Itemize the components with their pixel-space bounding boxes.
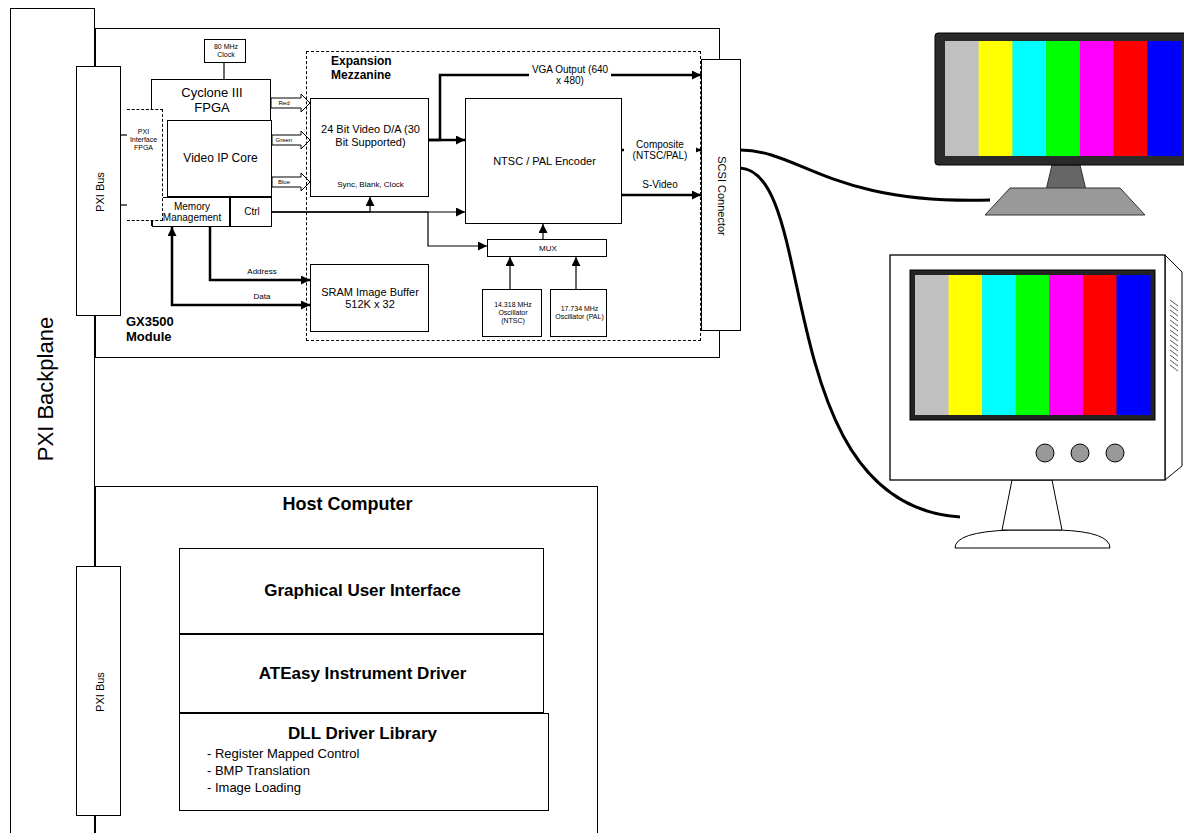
dac-box: 24 Bit Video D/A (30 Bit Supported) Sync,… [310, 98, 429, 197]
signal-connector [622, 194, 701, 197]
host-box: Host ComputerPXI Bus Graphical User Inter… [95, 486, 598, 833]
color-bar [915, 275, 949, 415]
node-label: SCSI Connector [716, 156, 729, 235]
bus-arrow [272, 131, 310, 149]
node-label: PXI Interface FPGA [128, 128, 159, 152]
fpga-box: Cyclone III FPGA Video IP CoreMemory Mana… [151, 79, 271, 226]
bus-box: PXI Bus [76, 566, 121, 816]
mezzanine-region: Expansion Mezzanine 24 Bit Video D/A (30 … [306, 51, 701, 341]
vent-slot [1170, 300, 1178, 306]
node-label: Graphical User Interface [184, 581, 541, 601]
node-label: Ctrl [235, 206, 269, 218]
signal-connector [542, 224, 543, 239]
vent-slot [1170, 350, 1178, 356]
node-label: Cyclone III FPGA [167, 86, 257, 116]
encoder-box: NTSC / PAL Encoder [465, 98, 622, 224]
node-label: MUX [492, 244, 604, 253]
node-label: Video IP Core [172, 152, 269, 166]
vent-slot [1170, 315, 1178, 321]
flat-monitor [935, 33, 1184, 215]
signal-connector [172, 227, 310, 305]
vent-slot [1170, 355, 1178, 361]
node-label: 80 MHz Clock [209, 43, 243, 59]
software-layer: DLL Driver Library - Register Mapped Cont… [179, 713, 549, 811]
signal-label: VGA Output (640 x 480) [529, 64, 611, 87]
color-bar [949, 275, 983, 415]
color-bar [1147, 41, 1181, 156]
bus-arrow [272, 173, 310, 191]
vent-slot [1170, 330, 1178, 336]
color-bar [1116, 275, 1150, 415]
node-label: Host Computer [96, 494, 599, 515]
color-bar [1114, 41, 1148, 156]
signal-label: S-Video [629, 179, 691, 191]
sram-box: SRAM Image Buffer 512K x 32 [310, 264, 429, 332]
module-board: GX3500 Module PXI Bus 80 MHz ClockCyclone … [95, 28, 720, 358]
signal-connector [210, 227, 310, 280]
software-layer: ATEasy Instrument Driver [179, 634, 544, 713]
node-label: - Register Mapped Control [207, 747, 527, 762]
oscillator-box: 17.734 MHz Oscillator (PAL) [550, 289, 607, 337]
vent-slot [1170, 340, 1178, 346]
node-label: NTSC / PAL Encoder [470, 155, 619, 168]
node-label: DLL Driver Library [180, 724, 545, 744]
node-label: - Image Loading [207, 781, 527, 796]
color-bar [1046, 41, 1080, 156]
node-label: - BMP Translation [207, 764, 527, 779]
signal-connector [272, 197, 370, 212]
node-label: Expansion Mezzanine [331, 55, 421, 83]
node-label: PXI Backplane [33, 317, 58, 461]
color-bar [982, 275, 1016, 415]
ip-core-box: Video IP Core [167, 120, 272, 197]
ctrl-box: Ctrl [230, 197, 272, 227]
signal-label: Green [275, 137, 294, 144]
vent-slot [1170, 320, 1178, 326]
memory-box: Memory Management [152, 197, 230, 227]
color-bar [945, 41, 979, 156]
signal-connector [509, 257, 510, 289]
signal-label: Blue [277, 179, 291, 186]
signal-connector [223, 63, 224, 79]
node-label: GX3500 Module [126, 315, 198, 345]
vent-slot [1170, 335, 1178, 341]
node-label: PXI Bus [93, 172, 106, 212]
node-label: ATEasy Instrument Driver [184, 664, 541, 684]
vent-slot [1170, 345, 1178, 351]
color-bar [1049, 275, 1083, 415]
node-label: 14.318 MHz Oscillator (NTSC) [487, 301, 539, 325]
node-label: 24 Bit Video D/A (30 Bit Supported) [315, 123, 426, 148]
bus-box: PXI Bus [76, 66, 121, 316]
software-layer: Graphical User Interface [179, 548, 544, 634]
connector-box: SCSI Connector [701, 59, 741, 331]
vent-slot [1170, 365, 1178, 371]
signal-connector [272, 212, 487, 246]
clock-box: 80 MHz Clock [204, 39, 246, 63]
signal-label: Data [241, 292, 283, 301]
vent-slot [1170, 305, 1178, 311]
signal-label: Composite (NTSC/PAL) [624, 139, 696, 162]
signal-connector [575, 257, 576, 289]
color-bar [1012, 41, 1046, 156]
mux-box: MUX [487, 239, 607, 257]
node-label: Sync, Blank, Clock [315, 180, 426, 189]
interface-region: PXI Interface FPGA [127, 109, 163, 221]
node-label: 17.734 MHz Oscillator (PAL) [555, 305, 604, 321]
color-bar [979, 41, 1013, 156]
crt-monitor [890, 255, 1182, 548]
vent-slot [1170, 360, 1178, 366]
node-label: SRAM Image Buffer 512K x 32 [318, 286, 422, 311]
vent-slot [1170, 310, 1178, 316]
oscillator-box: 14.318 MHz Oscillator (NTSC) [482, 289, 542, 337]
bus-arrow [271, 94, 310, 112]
node-label: PXI Bus [93, 672, 106, 712]
color-bar [1083, 275, 1117, 415]
color-bar [1016, 275, 1050, 415]
signal-label: Red [278, 100, 291, 107]
color-bar [1080, 41, 1114, 156]
vent-slot [1170, 325, 1178, 331]
node-label: Memory Management [157, 201, 227, 224]
signal-label: Address [236, 267, 288, 276]
